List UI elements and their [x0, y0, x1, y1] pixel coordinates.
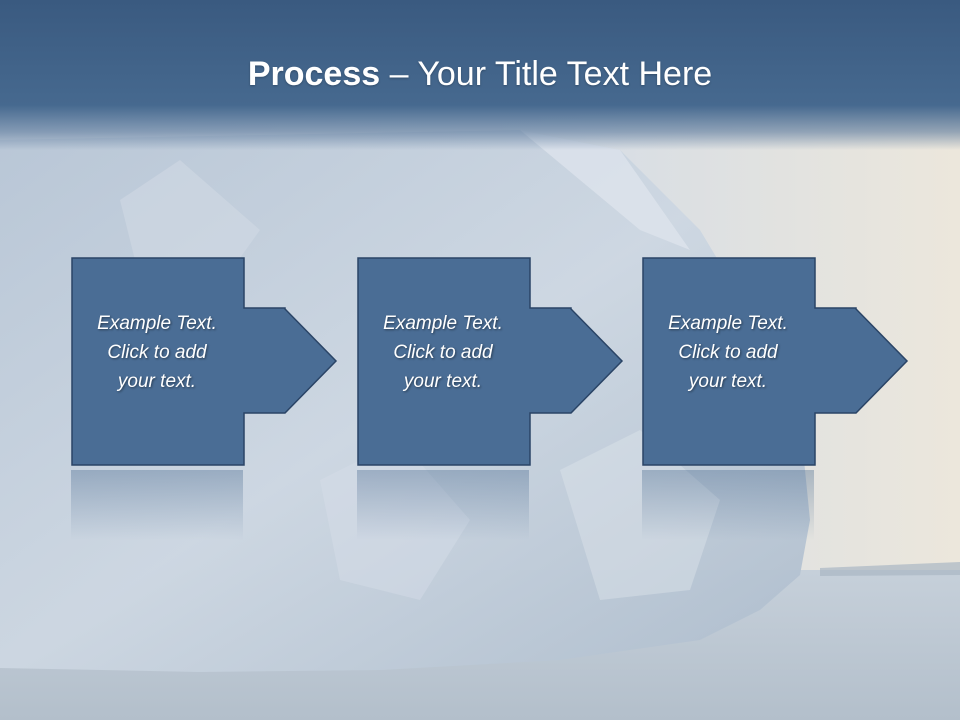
process-step-2[interactable]: Example Text. Click to add your text. — [357, 257, 627, 467]
process-step-1[interactable]: Example Text. Click to add your text. — [71, 257, 341, 467]
title-band — [0, 0, 960, 150]
title-rest-text: – Your Title Text Here — [380, 55, 713, 93]
step-text[interactable]: Example Text. Click to add your text. — [97, 313, 217, 392]
step-arrow-shape — [71, 257, 338, 466]
process-step-3[interactable]: Example Text. Click to add your text. — [642, 257, 912, 467]
step-reflection — [357, 470, 529, 540]
slide-title[interactable]: Process – Your Title Text Here — [0, 52, 960, 96]
step-reflection — [642, 470, 814, 540]
title-bold-text: Process — [247, 55, 381, 93]
step-text[interactable]: Example Text. Click to add your text. — [668, 313, 788, 392]
step-reflection — [71, 470, 243, 540]
step-text[interactable]: Example Text. Click to add your text. — [383, 313, 503, 392]
step-arrow-shape — [357, 257, 624, 466]
step-arrow-shape — [642, 257, 909, 466]
